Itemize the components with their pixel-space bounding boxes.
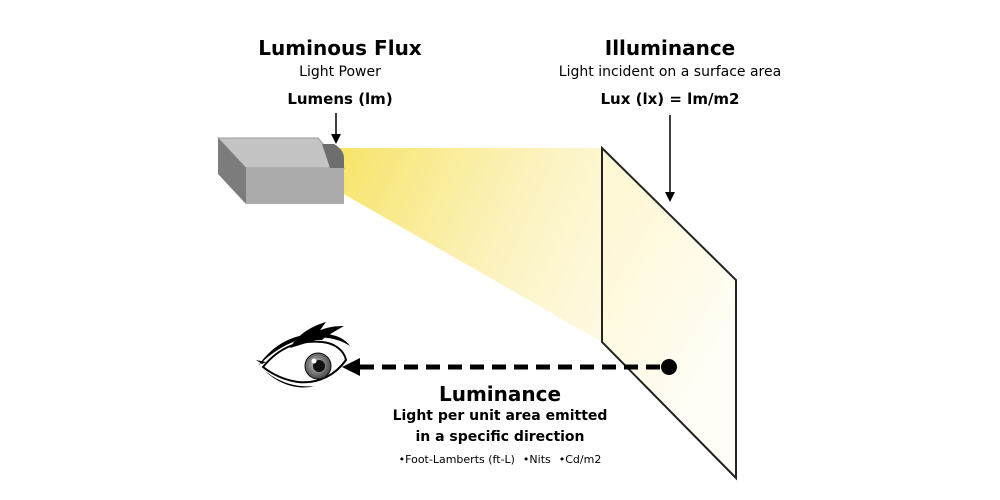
luminous-flux-subtitle: Light Power: [299, 64, 381, 80]
illuminance-unit: Lux (lx) = lm/m2: [600, 90, 740, 108]
illuminance-title: Illuminance: [604, 36, 736, 60]
lumens-arrow: [331, 113, 341, 144]
projector-front-face: [246, 168, 344, 204]
projector-left-face: [218, 138, 246, 204]
luminance-title: Luminance: [438, 382, 562, 406]
screen-surface: [601, 145, 737, 481]
luminance-unit-ftl: •Foot-Lamberts (ft-L): [398, 453, 515, 466]
luminance-unit-nits: •Nits: [522, 453, 551, 466]
lux-arrow: [665, 115, 675, 202]
emission-point: [661, 359, 677, 375]
eye-icon: [256, 322, 350, 388]
luminance-description-line2: in a specific direction: [415, 429, 585, 445]
luminance-description-line1: Light per unit area emitted: [392, 408, 608, 424]
luminous-flux-title: Luminous Flux: [258, 36, 422, 60]
dashed-arrow-head: [342, 358, 360, 376]
luminance-unit-cdm2: •Cd/m2: [558, 453, 602, 466]
illuminance-subtitle: Light incident on a surface area: [558, 64, 782, 80]
luminance-ray: [342, 358, 677, 376]
luminance-units: •Foot-Lamberts (ft-L) •Nits •Cd/m2: [395, 453, 606, 466]
projector-lens: [322, 144, 344, 168]
projector: [216, 137, 346, 204]
luminous-flux-unit: Lumens (lm): [287, 90, 393, 108]
